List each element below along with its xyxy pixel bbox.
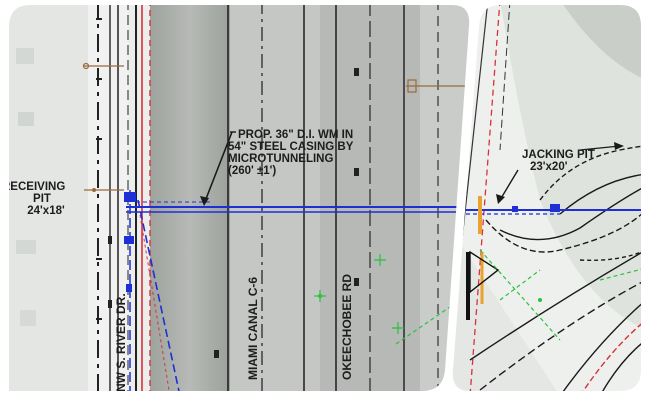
north-arrow-icon: [614, 142, 624, 150]
survey-point-icon: [318, 294, 322, 298]
ground-west: [8, 4, 88, 392]
street-label-nw-river-dr: NW S. RIVER DR.: [114, 293, 128, 392]
utility-green-lines-east: [479, 249, 642, 341]
right-panel: JACKING PIT 23'x20': [451, 4, 642, 392]
street-label-miami-canal: MIAMI CANAL C-6: [246, 277, 260, 380]
left-panel: PROP. 36" D.I. WM IN 54" STEEL CASING BY…: [2, 4, 471, 392]
road-west: [88, 4, 128, 392]
jacking-pit-line-1: JACKING PIT: [522, 149, 595, 161]
callout-line-1: PROP. 36" D.I. WM IN: [238, 129, 353, 141]
callout-line-4: (260' ±1'): [228, 165, 276, 177]
callout-leader: [203, 131, 233, 205]
canal-bank: [230, 4, 320, 392]
left-panel-frame: [7, 3, 472, 393]
jacking-pit-line-2: 23'x20': [530, 161, 568, 173]
callout-line-3: MICROTUNNELING: [228, 153, 333, 165]
street-label-okeechobee-rd: OKEECHOBEE RD: [340, 274, 354, 380]
curved-road-edges: [469, 145, 642, 392]
receiving-pit-line-3: 24'x18': [27, 205, 65, 217]
receiving-pit-line-1: RECEIVING: [2, 181, 65, 193]
pipe-bend-icon: [124, 192, 136, 202]
miami-canal-water: [150, 4, 230, 392]
callout-line-2: 54" STEEL CASING BY: [228, 141, 354, 153]
receiving-pit-line-2: PIT: [33, 193, 51, 205]
station-ticks: [96, 18, 359, 358]
jacking-pit-leader: [499, 169, 519, 201]
right-of-way-line-east: [469, 4, 501, 392]
right-panel-frame: [450, 3, 643, 393]
